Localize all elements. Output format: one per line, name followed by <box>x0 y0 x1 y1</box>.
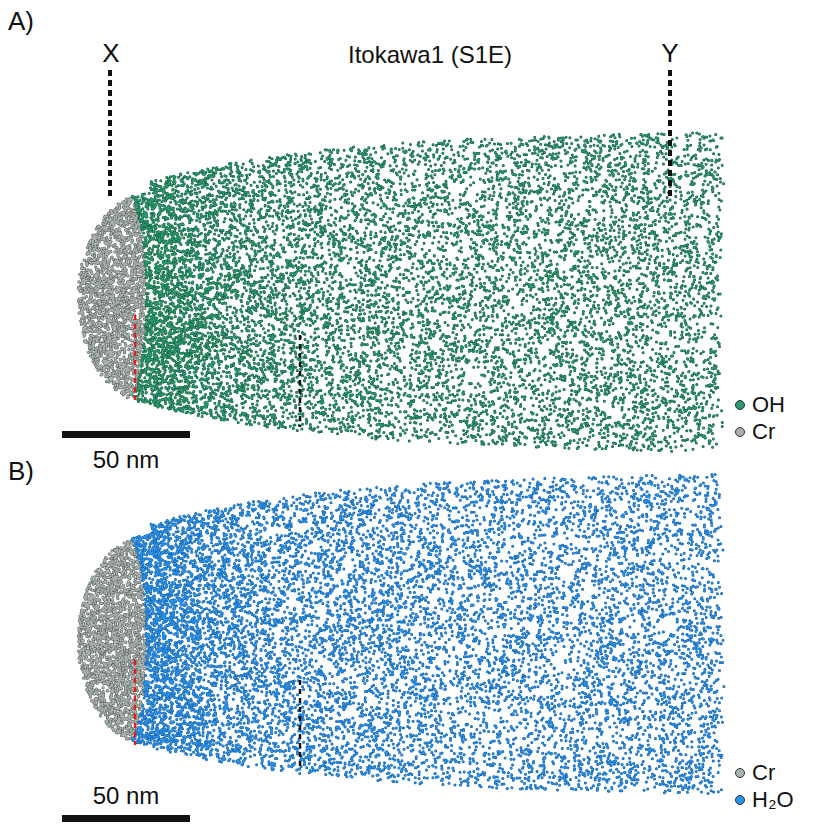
scale-label: 50 nm <box>93 784 160 808</box>
scale-label: 50 nm <box>93 448 160 472</box>
legend-label: Cr <box>752 762 775 784</box>
cr-points <box>79 198 146 397</box>
cr-points <box>79 198 146 397</box>
reconstruction-b <box>78 474 724 793</box>
panel-title: Itokawa1 (S1E) <box>348 43 512 67</box>
legend-swatch <box>735 768 745 778</box>
legend-swatch <box>735 400 745 410</box>
legend-label: Cr <box>752 421 775 443</box>
reconstruction-a <box>79 133 724 451</box>
ion-points <box>132 474 724 793</box>
marker-letter: Y <box>661 40 678 66</box>
depth-marker <box>299 680 302 770</box>
legend-label: H₂O <box>752 789 794 811</box>
ion-points <box>132 133 723 451</box>
interface-marker <box>134 660 137 745</box>
depth-marker <box>299 335 302 427</box>
panel-letter: B) <box>8 458 34 484</box>
interface-marker <box>134 315 137 400</box>
scale-bar <box>62 815 190 822</box>
legend-swatch <box>735 427 745 437</box>
legend-label: OH <box>752 394 785 416</box>
marker-letter: X <box>102 40 119 66</box>
scale-bar <box>62 431 190 438</box>
y-marker <box>668 70 672 200</box>
ion-points <box>132 474 724 793</box>
panel-letter: A) <box>8 8 34 34</box>
x-marker <box>108 70 112 196</box>
ion-points <box>132 133 723 451</box>
legend-swatch <box>735 795 745 805</box>
